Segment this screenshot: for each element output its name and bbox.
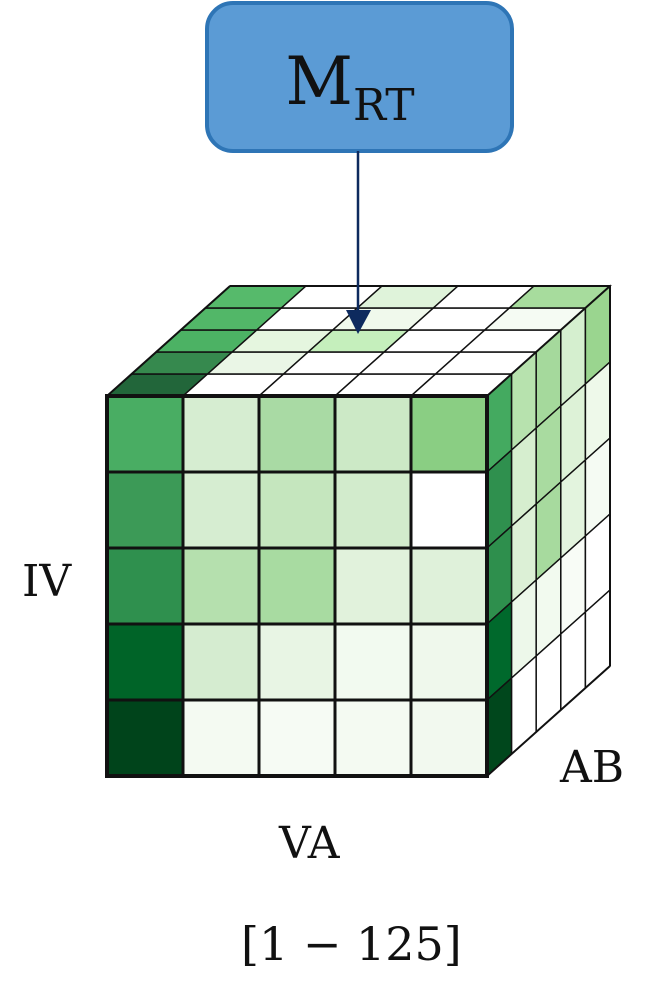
cube-edge — [486, 665, 611, 777]
cube-top-face — [105, 285, 612, 397]
model-box: MRT — [205, 1, 514, 153]
cube-edge — [486, 285, 611, 397]
axis-label-horizontal: VA — [278, 818, 341, 869]
cube-outline — [105, 285, 611, 778]
front-face-border — [105, 394, 489, 778]
front-cell — [181, 698, 261, 778]
front-cell — [409, 698, 489, 778]
front-cell — [257, 698, 337, 778]
front-cell — [257, 394, 337, 474]
front-cell — [333, 394, 413, 474]
cube-side-face — [486, 284, 611, 778]
front-cell — [333, 622, 413, 702]
front-cell — [105, 394, 185, 474]
front-cell — [105, 698, 185, 778]
front-cell — [181, 546, 261, 626]
arrow — [346, 151, 371, 334]
front-cell — [409, 546, 489, 626]
cube-edge — [106, 285, 231, 397]
front-cell — [257, 470, 337, 550]
front-cell — [105, 546, 185, 626]
front-cell — [105, 622, 185, 702]
cube-front-face — [105, 394, 489, 778]
front-cell — [105, 470, 185, 550]
front-cell — [333, 698, 413, 778]
front-cell — [181, 622, 261, 702]
front-cell — [181, 470, 261, 550]
front-cell — [333, 546, 413, 626]
axis-label-depth: AB — [559, 742, 624, 793]
front-cell — [257, 546, 337, 626]
axis-label-vertical: IV — [22, 556, 72, 607]
front-cell — [409, 470, 489, 550]
model-box-shape — [205, 1, 514, 153]
front-cell — [181, 394, 261, 474]
front-cell — [409, 622, 489, 702]
front-cell — [333, 470, 413, 550]
range-label: [1 − 125] — [241, 917, 462, 971]
arrow-head — [346, 310, 371, 334]
front-cell — [409, 394, 489, 474]
front-cell — [257, 622, 337, 702]
model-box-label: MRT — [285, 43, 414, 131]
